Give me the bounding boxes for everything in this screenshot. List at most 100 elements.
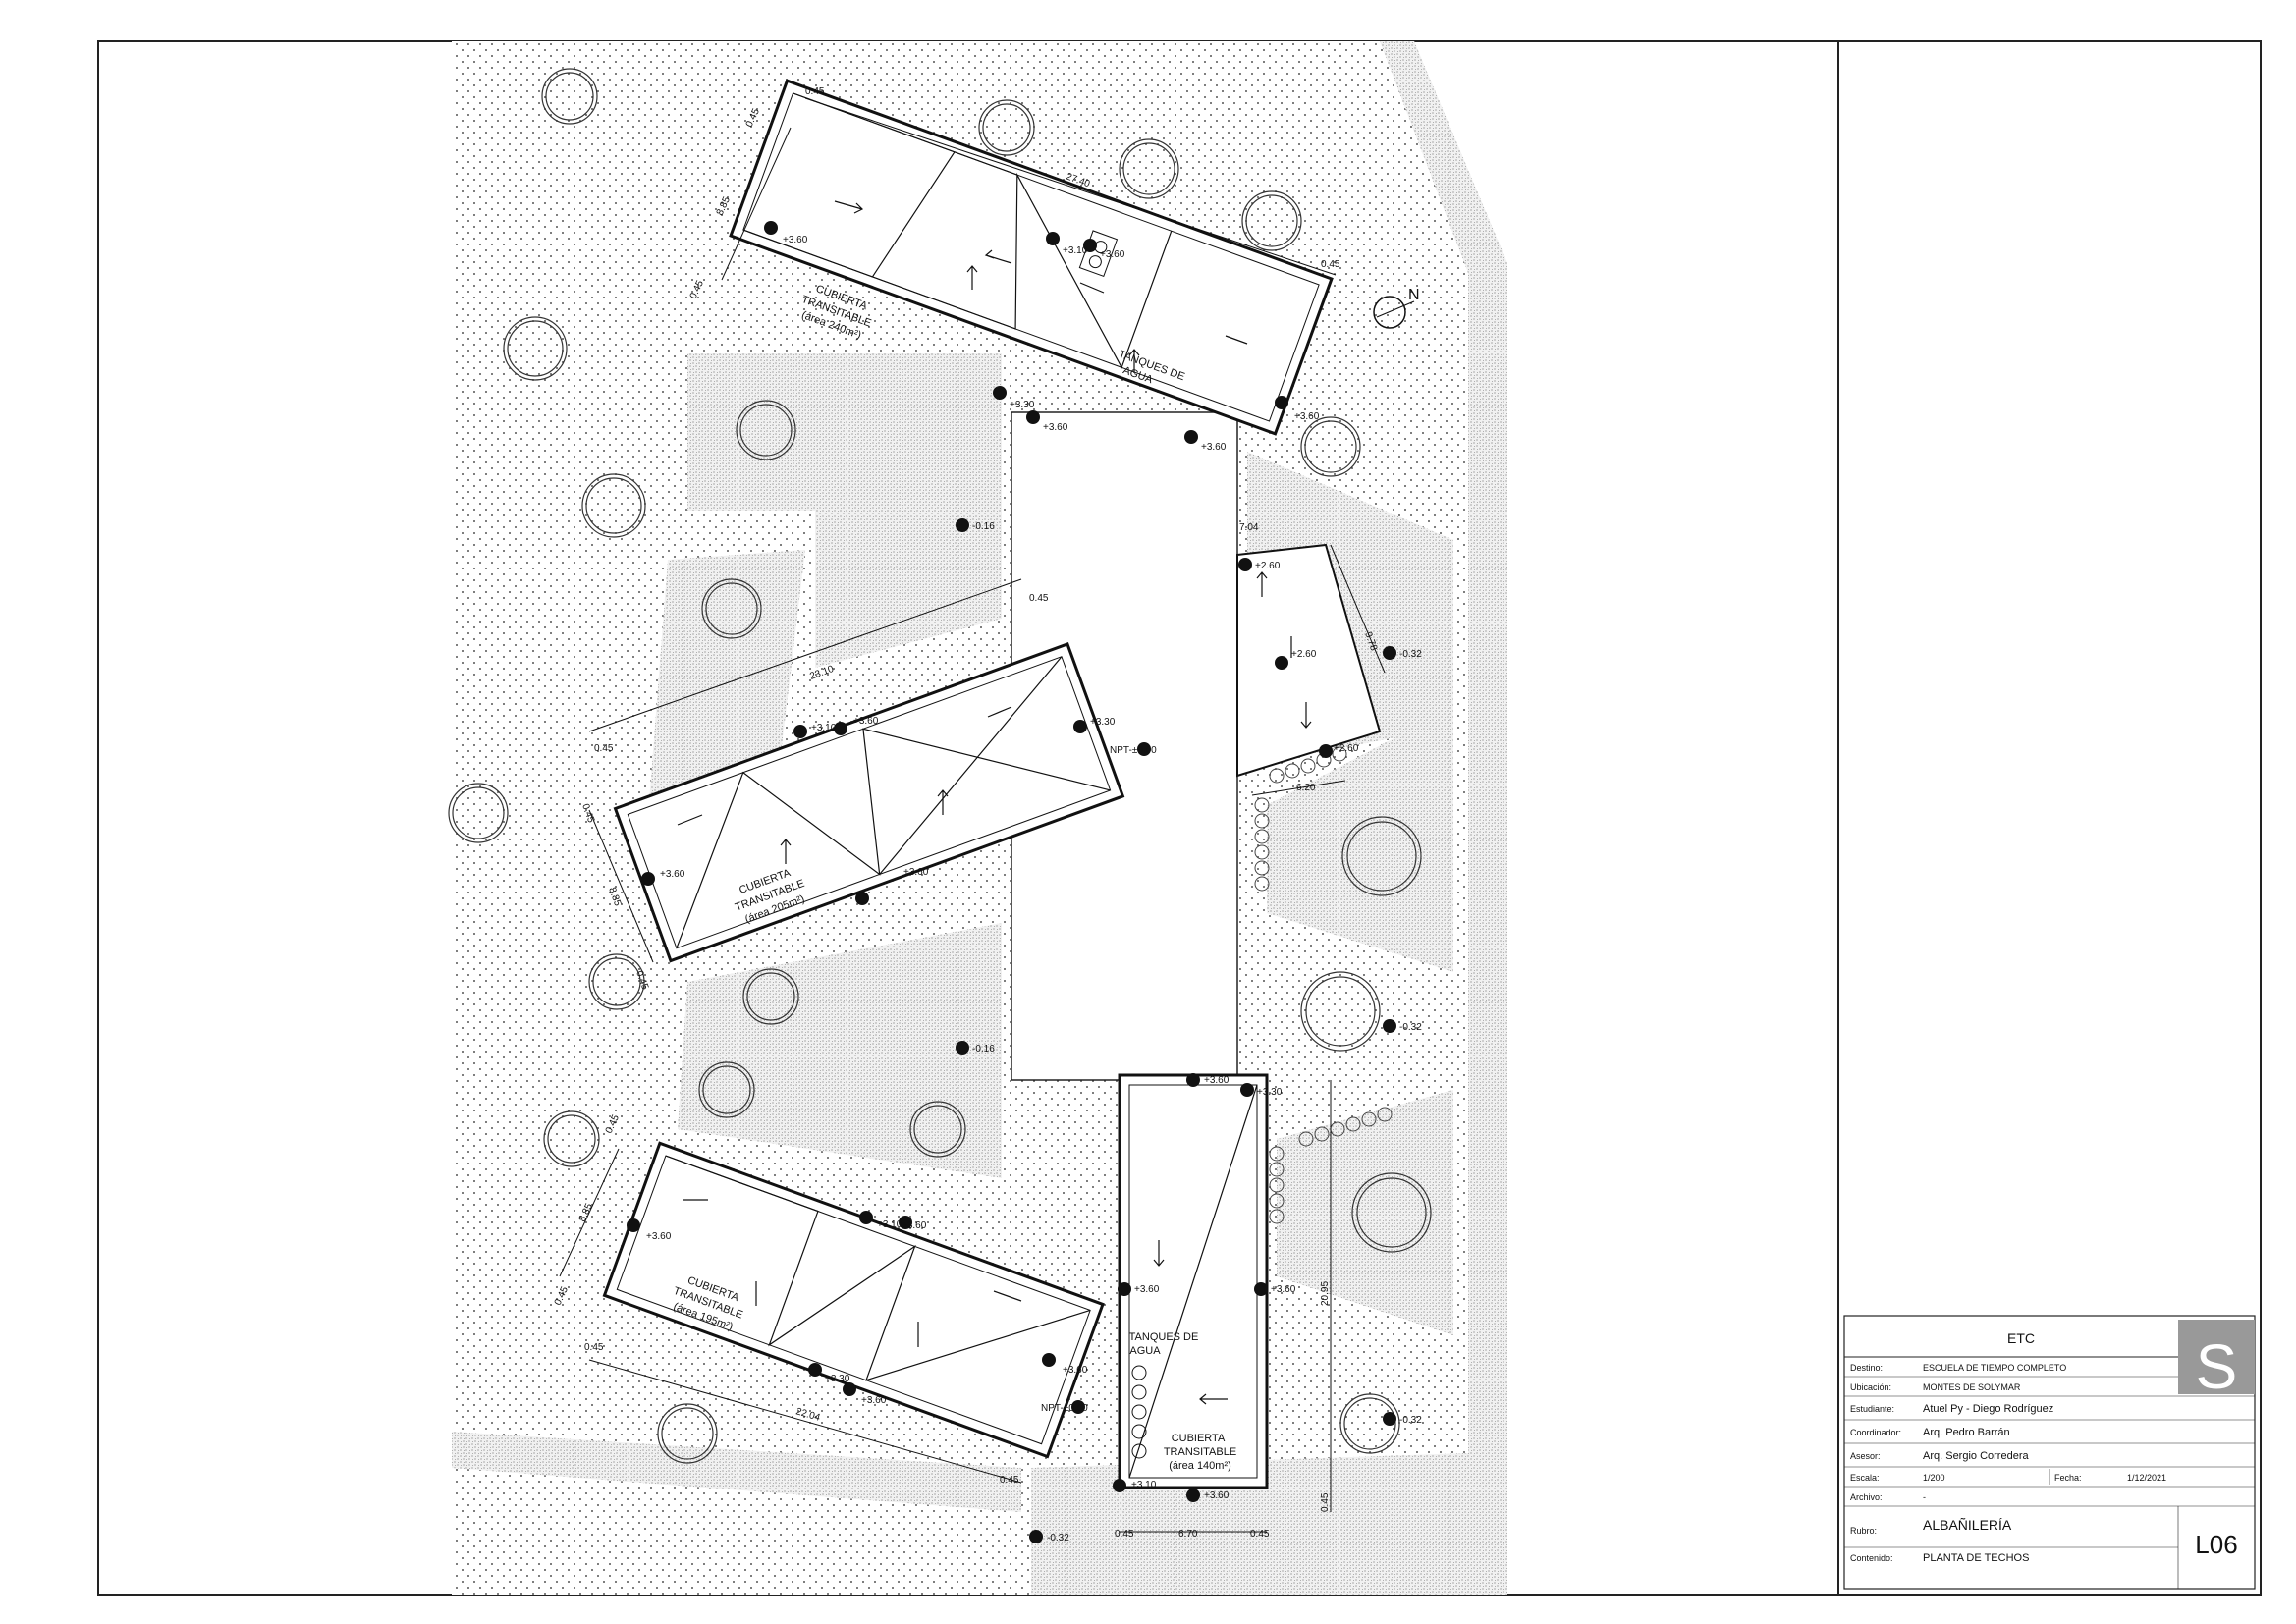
svg-text:+3.60: +3.60 <box>1063 1365 1088 1376</box>
tree <box>588 953 645 1010</box>
svg-text:0.45: 0.45 <box>1250 1529 1270 1540</box>
patio-stipple-4 <box>1277 1090 1453 1335</box>
svg-text:+3.60: +3.60 <box>1134 1284 1160 1295</box>
tb-label-destino: Destino: <box>1850 1363 1883 1373</box>
tb-value-fecha: 1/12/2021 <box>2127 1473 2166 1483</box>
svg-text:+3.60: +3.60 <box>902 1220 927 1231</box>
svg-text:+3.60: +3.60 <box>861 1395 887 1406</box>
logo-letter: S <box>2196 1331 2238 1402</box>
tree <box>701 578 762 639</box>
tree <box>742 968 799 1025</box>
svg-text:0.45: 0.45 <box>594 743 614 754</box>
tree <box>1300 971 1381 1052</box>
tb-label-asesor: Asesor: <box>1850 1451 1881 1461</box>
svg-text:+3.60: +3.60 <box>783 235 808 245</box>
svg-text:-0.32: -0.32 <box>1399 649 1422 660</box>
svg-text:6.70: 6.70 <box>1178 1529 1198 1540</box>
tb-label-fecha: Fecha: <box>2054 1473 2082 1483</box>
tree <box>978 99 1035 156</box>
tree <box>541 68 598 125</box>
tb-value-asesor: Arq. Sergio Corredera <box>1923 1450 2029 1462</box>
svg-text:TANQUES DE: TANQUES DE <box>1129 1331 1199 1343</box>
svg-text:0.45: 0.45 <box>805 86 825 97</box>
tb-value-coordinador: Arq. Pedro Barrán <box>1923 1427 2010 1438</box>
svg-text:0.45: 0.45 <box>1115 1529 1134 1540</box>
tb-label-estudiante: Estudiante: <box>1850 1404 1894 1414</box>
tb-value-archivo: - <box>1923 1492 1926 1502</box>
tree <box>909 1101 966 1158</box>
svg-text:+3.10: +3.10 <box>1063 245 1088 256</box>
svg-text:6.20: 6.20 <box>1296 783 1316 793</box>
svg-text:NPT-±0.00: NPT-±0.00 <box>1041 1403 1088 1414</box>
svg-text:+3.60: +3.60 <box>660 869 685 880</box>
svg-text:TRANSITABLE: TRANSITABLE <box>1164 1446 1236 1458</box>
tb-label-escala: Escala: <box>1850 1473 1880 1483</box>
roof-block-1 <box>729 79 1334 436</box>
svg-text:+3.10: +3.10 <box>811 723 837 733</box>
tree <box>503 316 568 381</box>
svg-text:0.45: 0.45 <box>1320 1492 1331 1512</box>
tb-value-contenido: PLANTA DE TECHOS <box>1923 1552 2029 1564</box>
svg-text:0.45: 0.45 <box>1321 259 1340 270</box>
svg-text:-0.16: -0.16 <box>972 1044 995 1055</box>
logo-box <box>2178 1320 2255 1394</box>
tree <box>1119 138 1179 199</box>
svg-text:+3.60: +3.60 <box>1294 411 1320 422</box>
svg-text:+3.10: +3.10 <box>877 1219 902 1230</box>
dimension-lines <box>559 97 1386 1533</box>
svg-text:0.45: 0.45 <box>1000 1475 1019 1486</box>
tb-value-destino: ESCUELA DE TIEMPO COMPLETO <box>1923 1363 2066 1373</box>
svg-text:7.04: 7.04 <box>1239 522 1259 533</box>
roof-block-5 <box>1236 543 1382 778</box>
svg-text:+3.30: +3.30 <box>1010 400 1035 410</box>
svg-text:AGUA: AGUA <box>1129 1345 1161 1357</box>
trees <box>448 68 1432 1464</box>
tree <box>1339 1393 1400 1454</box>
tree <box>448 783 509 843</box>
svg-text:0.45: 0.45 <box>1029 593 1049 604</box>
tree <box>581 473 646 538</box>
level-labels: +3.60 +3.10 +3.60 +3.30 +3.60 +3.60 +3.6… <box>646 235 1422 1543</box>
svg-text:-0.32: -0.32 <box>1047 1533 1069 1543</box>
svg-text:-0.16: -0.16 <box>972 521 995 532</box>
level-markers <box>627 221 1396 1543</box>
svg-text:+3.30: +3.30 <box>1090 717 1116 728</box>
north-label: N <box>1408 287 1420 303</box>
svg-text:+3.60: +3.60 <box>646 1231 672 1242</box>
svg-text:+3.60: +3.60 <box>1100 249 1125 260</box>
svg-text:20.95: 20.95 <box>1320 1281 1331 1306</box>
svg-text:+3.10: +3.10 <box>1131 1480 1157 1490</box>
svg-text:-0.32: -0.32 <box>1399 1022 1422 1033</box>
svg-text:(área 140m²): (área 140m²) <box>1169 1460 1231 1472</box>
svg-text:+3.60: +3.60 <box>1204 1075 1230 1086</box>
svg-text:+3.60: +3.60 <box>1043 422 1068 433</box>
tree <box>1351 1172 1432 1253</box>
tree <box>543 1110 600 1167</box>
tb-label-coordinador: Coordinador: <box>1850 1428 1901 1437</box>
perimeter-strip-right <box>1380 41 1507 1595</box>
tree <box>1241 190 1302 251</box>
tree <box>657 1403 718 1464</box>
patio-stipple-3 <box>1267 707 1453 972</box>
tb-value-ubicacion: MONTES DE SOLYMAR <box>1923 1382 2021 1392</box>
site-plan: CUBIERTA TRANSITABLE (área 240m²) CUBIER… <box>448 41 1507 1595</box>
tb-value-escala: 1/200 <box>1923 1473 1945 1483</box>
tb-value-rubro: ALBAÑILERÍA <box>1923 1517 2012 1533</box>
tb-label-rubro: Rubro: <box>1850 1526 1877 1536</box>
svg-text:+3.30: +3.30 <box>1257 1087 1283 1098</box>
svg-text:+3.60: +3.60 <box>1201 442 1227 453</box>
sheet-number: L06 <box>2195 1530 2237 1559</box>
tb-value-estudiante: Atuel Py - Diego Rodríguez <box>1923 1403 2053 1415</box>
tree <box>736 400 796 460</box>
svg-text:CUBIERTA: CUBIERTA <box>1172 1433 1226 1444</box>
tb-label-archivo: Archivo: <box>1850 1492 1883 1502</box>
tb-label-ubicacion: Ubicación: <box>1850 1382 1891 1392</box>
svg-text:+2.60: +2.60 <box>1255 561 1281 571</box>
svg-text:+3.60: +3.60 <box>1271 1284 1296 1295</box>
perimeter-strip-bottom-left <box>452 1432 1021 1512</box>
svg-text:NPT-±0.00: NPT-±0.00 <box>1110 745 1157 756</box>
svg-text:+3.30: +3.30 <box>825 1374 850 1384</box>
north-arrow <box>1373 296 1415 329</box>
svg-text:+2.60: +2.60 <box>1334 743 1359 754</box>
